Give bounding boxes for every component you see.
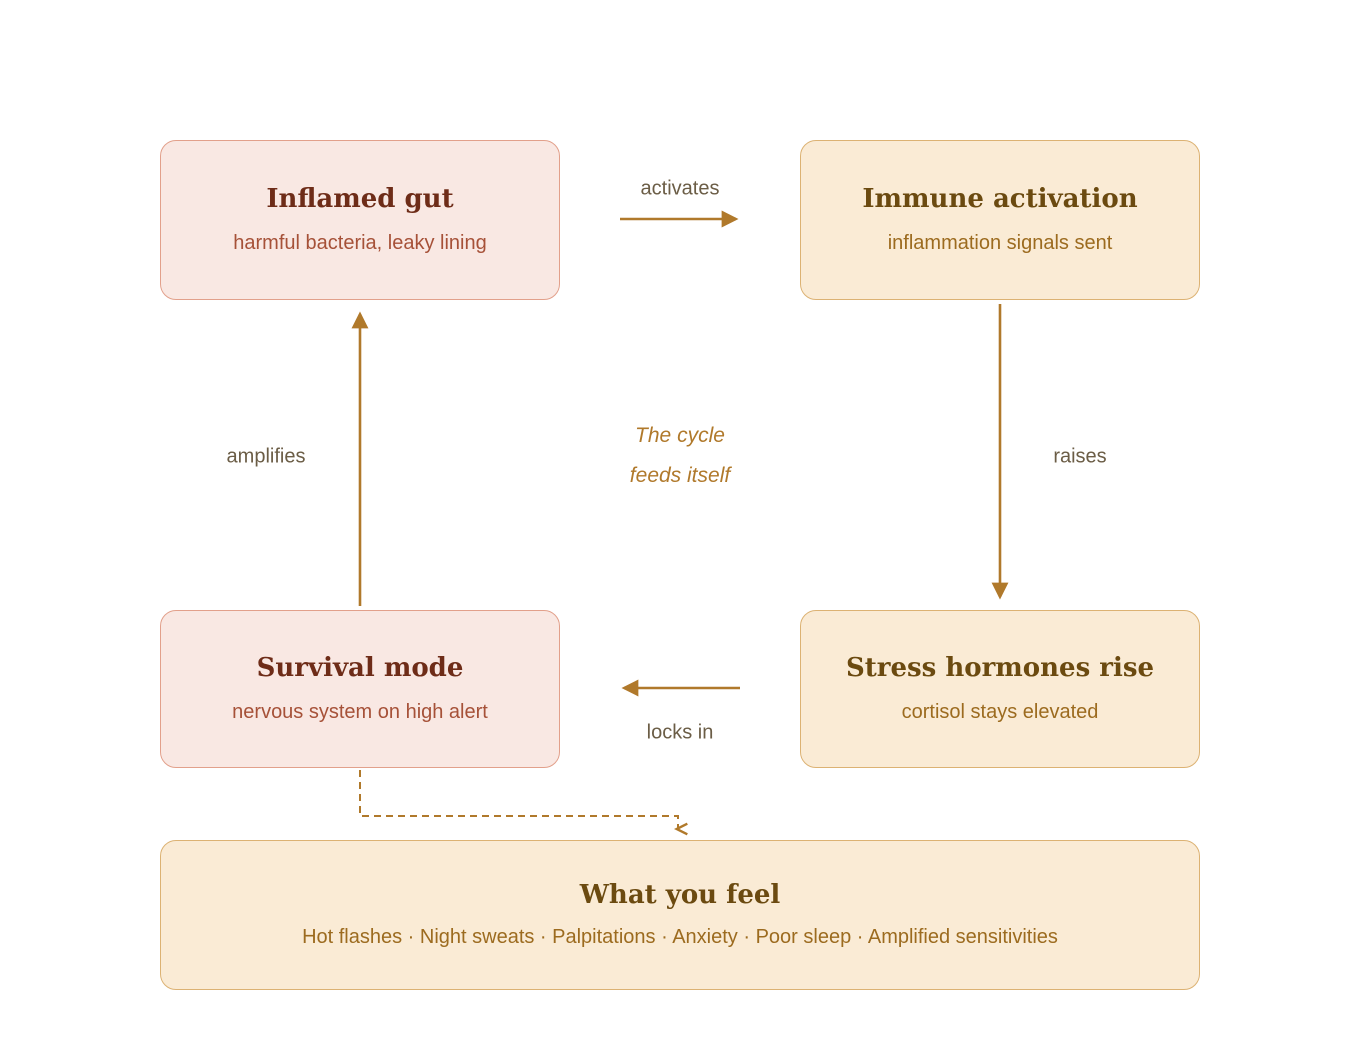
- edge-label-locks-in: locks in: [646, 721, 714, 744]
- node-survival-mode: Survival mode nervous system on high ale…: [160, 610, 560, 768]
- what-you-feel-dashed-arrow: [359, 770, 688, 836]
- node-subtitle: inflammation signals sent: [887, 232, 1113, 255]
- edge-label-activates: activates: [640, 177, 720, 200]
- center-note-line2: feeds itself: [629, 464, 731, 487]
- node-what-you-feel: What you feel Hot flashes · Night sweats…: [160, 840, 1200, 990]
- node-subtitle: harmful bacteria, leaky lining: [233, 232, 487, 255]
- node-inflamed-gut: Inflamed gut harmful bacteria, leaky lin…: [160, 140, 560, 300]
- node-title: What you feel: [579, 879, 781, 910]
- node-subtitle: Hot flashes · Night sweats · Palpitation…: [302, 926, 1058, 949]
- node-title: Stress hormones rise: [845, 652, 1155, 683]
- center-note-line1: The cycle: [635, 424, 725, 447]
- edge-label-amplifies: amplifies: [226, 445, 306, 468]
- node-title: Immune activation: [862, 183, 1138, 214]
- node-title: Survival mode: [256, 652, 464, 683]
- node-stress-hormones-rise: Stress hormones rise cortisol stays elev…: [800, 610, 1200, 768]
- edge-label-raises: raises: [1053, 445, 1107, 468]
- node-subtitle: cortisol stays elevated: [901, 701, 1099, 724]
- node-title: Inflamed gut: [266, 183, 454, 214]
- node-subtitle: nervous system on high alert: [232, 701, 488, 724]
- node-immune-activation: Immune activation inflammation signals s…: [800, 140, 1200, 300]
- center-note: The cycle feeds itself: [630, 416, 730, 496]
